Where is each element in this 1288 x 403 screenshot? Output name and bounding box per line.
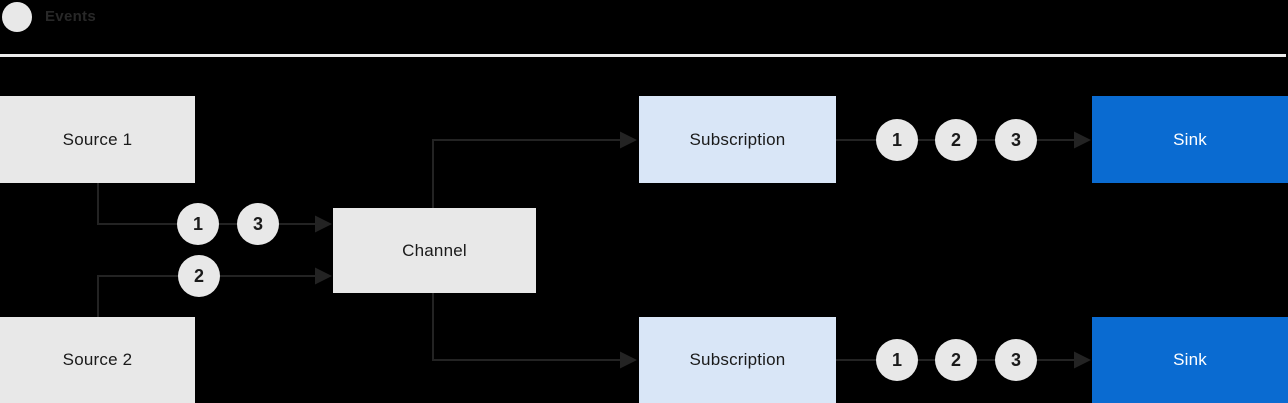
wire-source2-to-channel — [97, 275, 315, 317]
event-marker: 2 — [178, 255, 220, 297]
node-channel: Channel — [333, 208, 536, 293]
legend-label: Events — [45, 8, 96, 25]
event-marker: 1 — [876, 119, 918, 161]
event-marker: 2 — [935, 119, 977, 161]
event-marker: 1 — [177, 203, 219, 245]
node-source-2: Source 2 — [0, 317, 195, 403]
wire-channel-to-subscription-bottom — [432, 293, 620, 361]
event-marker: 3 — [995, 339, 1037, 381]
event-marker: 2 — [935, 339, 977, 381]
node-subscription-top: Subscription — [639, 96, 836, 183]
event-marker: 1 — [876, 339, 918, 381]
event-marker: 3 — [237, 203, 279, 245]
wire-channel-to-subscription-top — [432, 139, 620, 208]
event-marker: 3 — [995, 119, 1037, 161]
arrowhead-subscription-top-to-sink — [1074, 131, 1091, 149]
node-sink-bottom: Sink — [1092, 317, 1288, 403]
node-source-1: Source 1 — [0, 96, 195, 183]
arrowhead-source2-to-channel — [315, 267, 332, 285]
node-subscription-bottom: Subscription — [639, 317, 836, 403]
divider — [0, 54, 1286, 57]
arrowhead-channel-to-subscription-bottom — [620, 351, 637, 369]
arrowhead-source1-to-channel — [315, 215, 332, 233]
arrowhead-subscription-bottom-to-sink — [1074, 351, 1091, 369]
arrowhead-channel-to-subscription-top — [620, 131, 637, 149]
node-sink-top: Sink — [1092, 96, 1288, 183]
event-legend-icon — [2, 2, 32, 32]
